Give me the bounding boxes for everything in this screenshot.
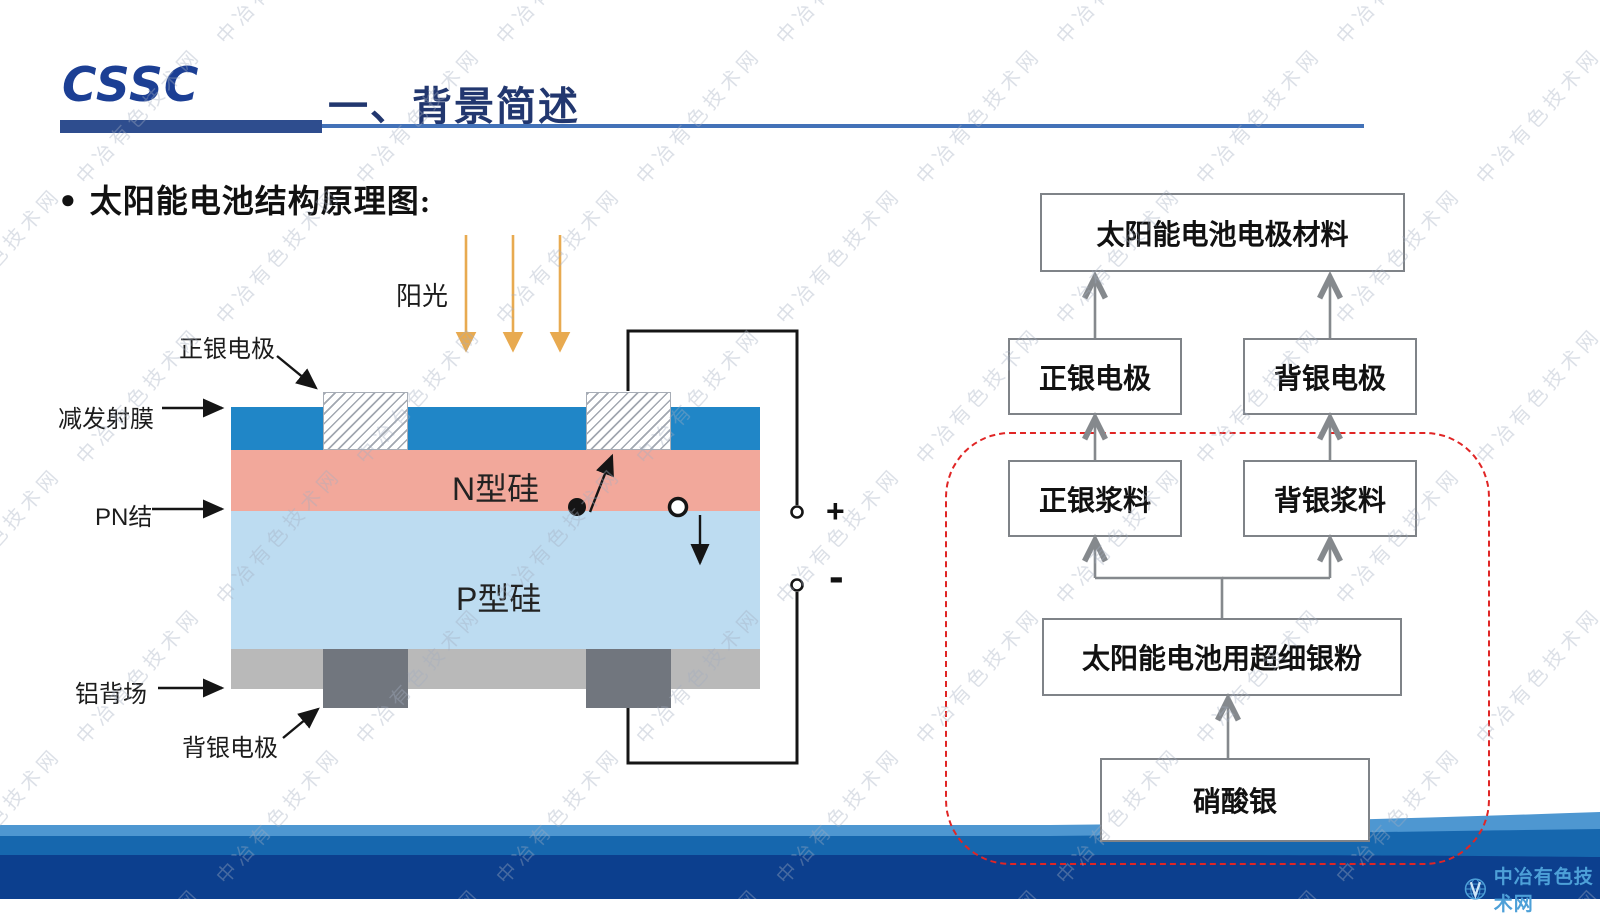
globe-icon: [1464, 878, 1487, 900]
minus-terminal-label: -: [829, 552, 844, 601]
watermark-text: 中冶有色技术网: [1328, 0, 1467, 49]
bullet-line: ● 太阳能电池结构原理图:: [60, 176, 431, 222]
p-type-silicon-label: P型硅: [456, 581, 542, 617]
watermark-text: 中冶有色技术网: [1472, 43, 1600, 189]
n-type-silicon-label: N型硅: [452, 471, 540, 507]
footer-brand: 中冶有色技术网: [1464, 862, 1600, 916]
watermark-text: 中冶有色技术网: [0, 0, 67, 49]
watermark-text: 中冶有色技术网: [1048, 0, 1187, 49]
flowchart-box-electrode-materials: 太阳能电池电极材料: [1040, 193, 1405, 272]
plus-terminal-label: +: [826, 493, 845, 529]
sunlight-label: 阳光: [396, 281, 449, 311]
watermark-text: 中冶有色技术网: [912, 43, 1047, 189]
flowchart-box-ultrafine-silver-powder: 太阳能电池用超细银粉: [1042, 618, 1402, 696]
flowchart-box-front-silver-electrode: 正银电极: [1008, 338, 1182, 415]
front-silver-electrode-hatched: [586, 392, 671, 450]
back-silver-electrode-block: [586, 649, 671, 708]
bullet-icon: ●: [60, 183, 76, 214]
sunlight-arrows: [455, 235, 571, 353]
arc-film-label: 减发射膜: [58, 406, 154, 433]
flowchart-box-silver-nitrate: 硝酸银: [1100, 758, 1370, 842]
footer-site-name: 中冶有色技术网: [1493, 867, 1594, 915]
back-silver-label: 背银电极: [182, 735, 278, 762]
watermark-text: 中冶有色技术网: [1472, 323, 1600, 469]
minus-terminal: [790, 578, 804, 592]
watermark-text: 中冶有色技术网: [0, 463, 67, 609]
anti-reflection-layer: [231, 407, 760, 450]
title-underline-thin: [322, 124, 1364, 128]
al-back-field-label: 铝背场: [75, 681, 147, 708]
watermark-text: 中冶有色技术网: [0, 183, 67, 329]
flowchart-box-front-silver-paste: 正银浆料: [1008, 460, 1182, 537]
watermark-text: 中冶有色技术网: [492, 183, 627, 329]
page-title: 一、背景简述: [328, 85, 580, 129]
front-silver-electrode-hatched: [323, 392, 408, 450]
flowchart-box-back-silver-paste: 背银浆料: [1243, 460, 1417, 537]
back-silver-electrode-block: [323, 649, 408, 708]
title-underline-thick: [60, 120, 322, 133]
watermark-text: 中冶有色技术网: [1192, 43, 1327, 189]
watermark-text: 中冶有色技术网: [488, 0, 627, 49]
plus-terminal: [790, 505, 804, 519]
watermark-text: 中冶有色技术网: [768, 0, 907, 49]
bullet-text: 太阳能电池结构原理图:: [89, 183, 432, 219]
red-dashed-highlight-frame: [945, 432, 1490, 865]
watermark-text: 中冶有色技术网: [632, 43, 767, 189]
front-silver-label: 正银电极: [179, 336, 275, 363]
cssc-logo: CSSC: [62, 58, 200, 113]
flowchart-box-back-silver-electrode: 背银电极: [1243, 338, 1417, 415]
pn-junction-label: PN结: [95, 504, 153, 531]
aluminum-back-field-layer: [231, 649, 760, 689]
watermark-text: 中冶有色技术网: [772, 183, 907, 329]
watermark-text: 中冶有色技术网: [208, 0, 347, 49]
